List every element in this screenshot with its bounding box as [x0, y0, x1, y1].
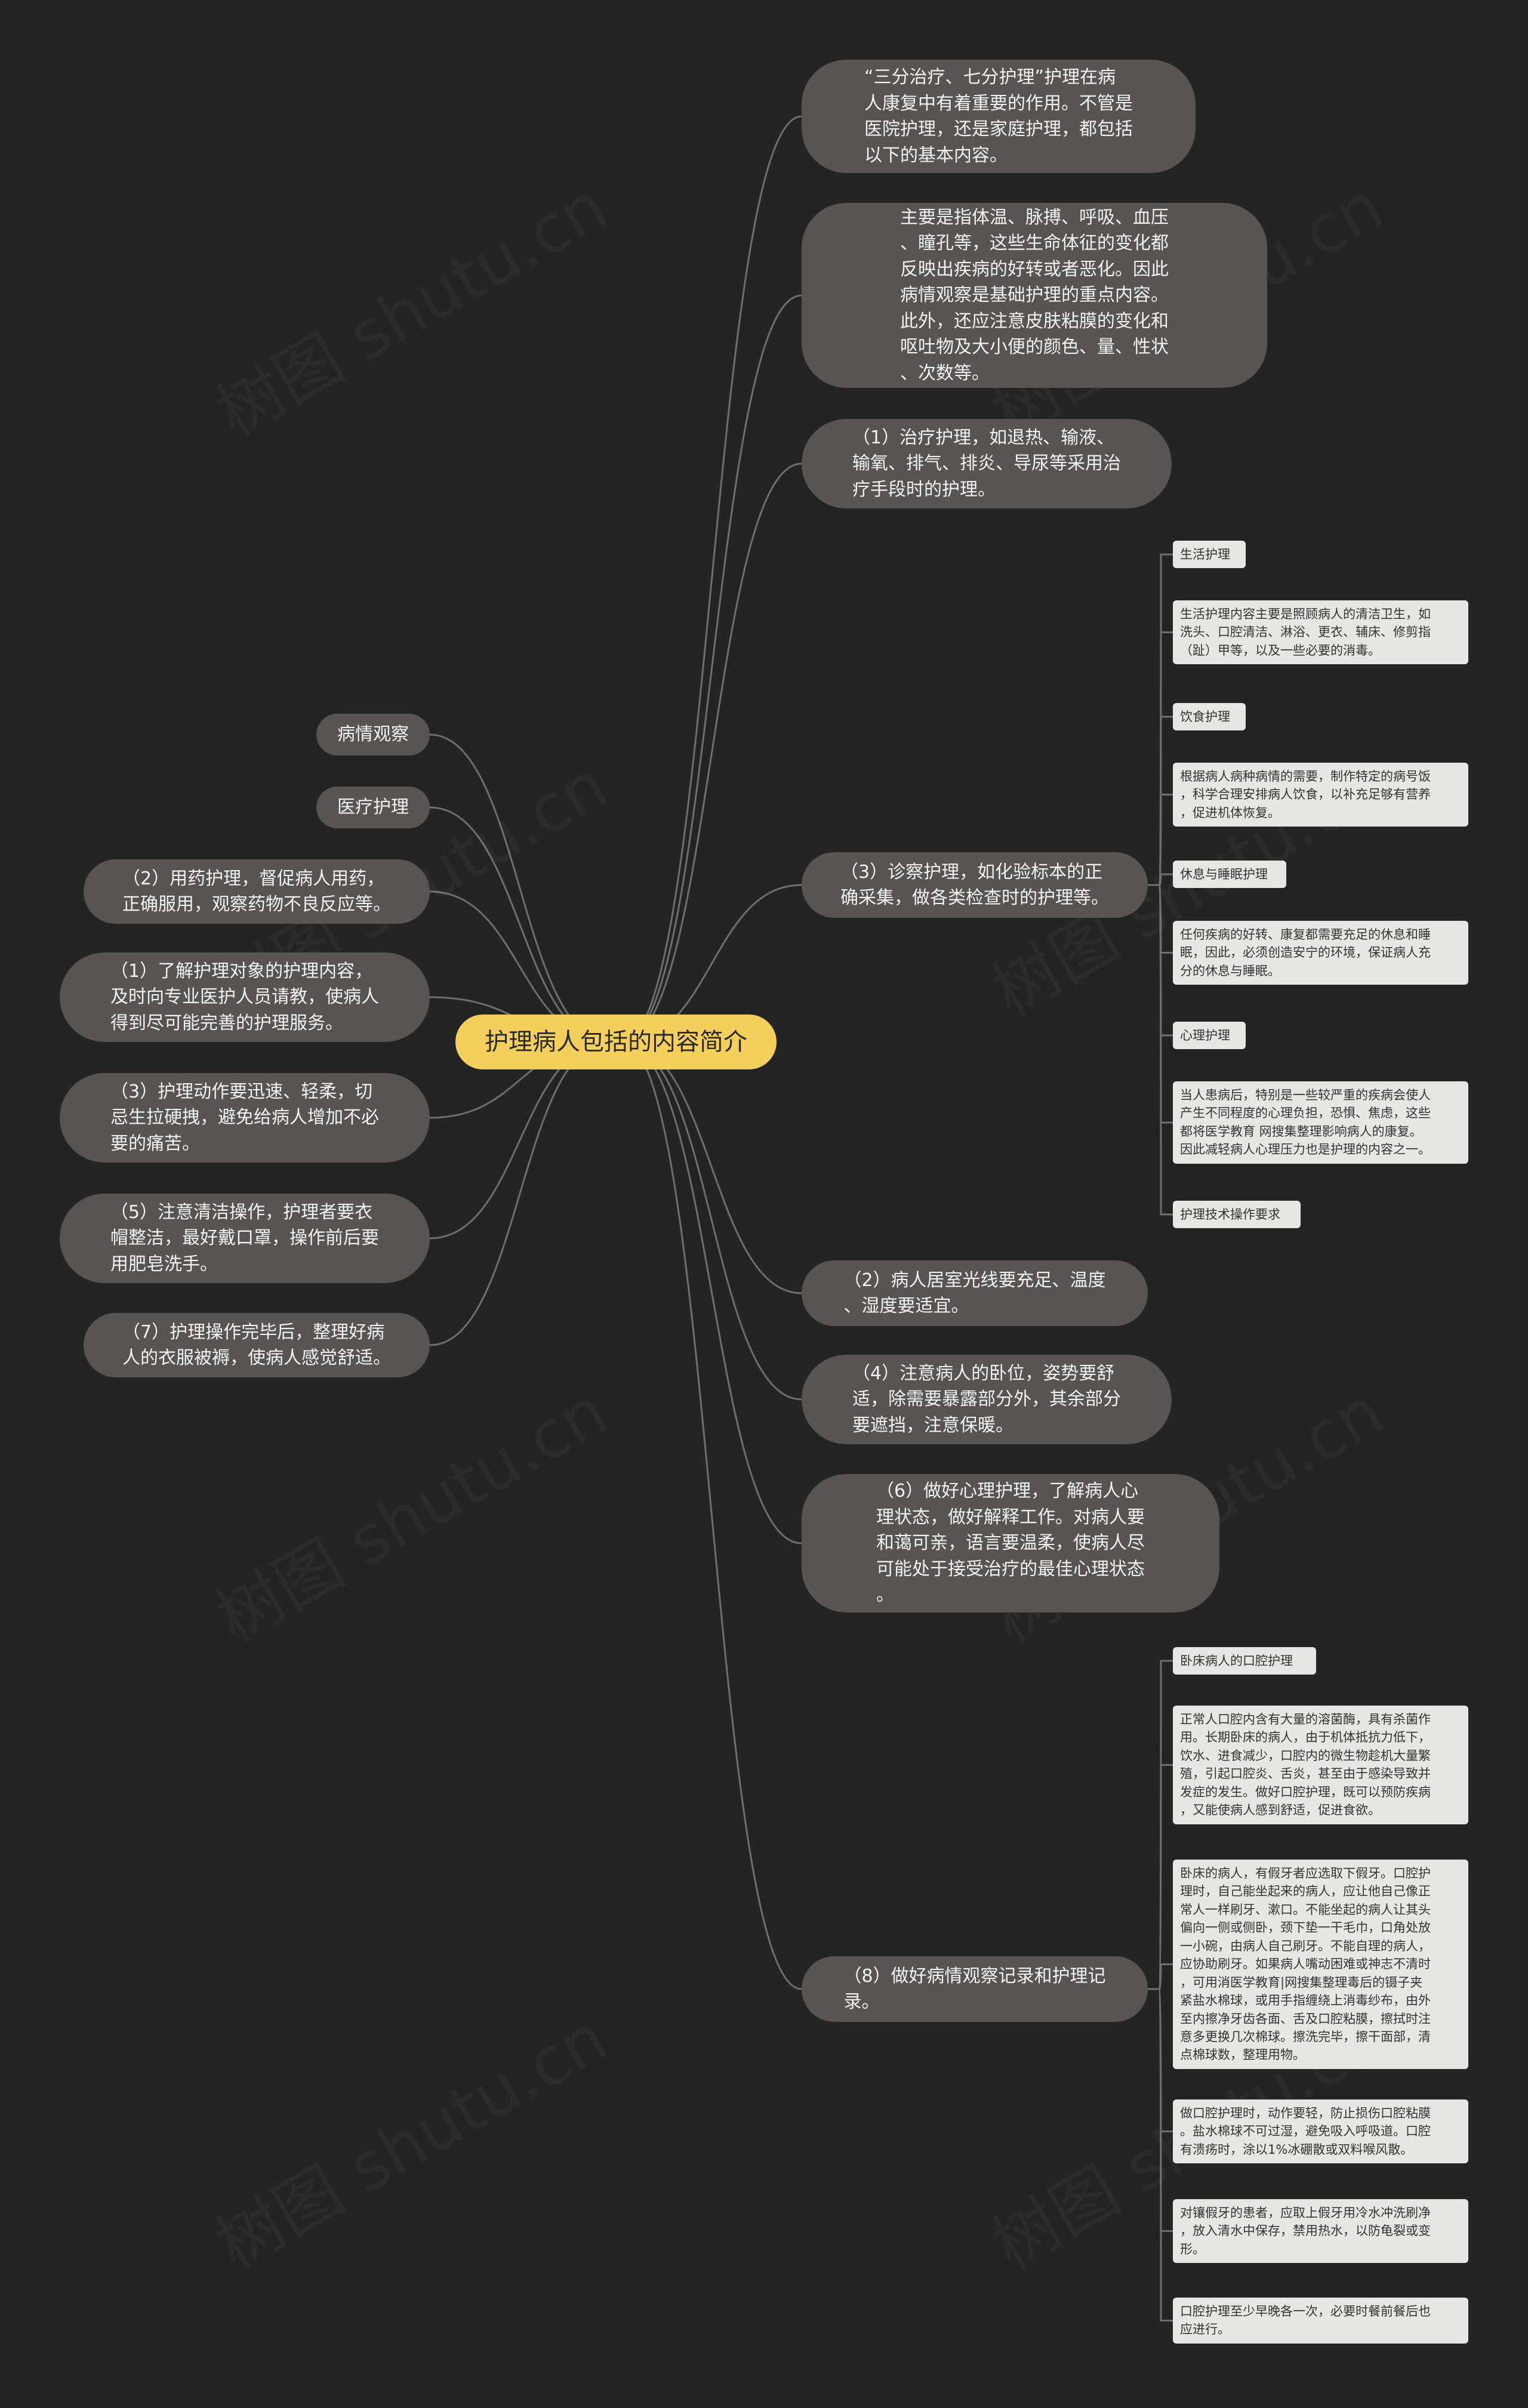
- connector-line: [1148, 884, 1173, 1216]
- topic-room-environment[interactable]: （2）病人居室光线要充足、温度 、湿度要适宜。: [802, 1260, 1148, 1326]
- leaf-rest-sleep-detail[interactable]: 任何疾病的好转、康复都需要充足的休息和睡 眠，因此，必须创造安宁的环境，保证病人…: [1173, 921, 1468, 985]
- connector-line: [1148, 1988, 1173, 2321]
- leaf-denture-care[interactable]: 对镶假牙的患者，应取上假牙用冷水冲洗刷净 ，放入清水中保存，禁用热水，以防龟裂或…: [1173, 2199, 1468, 2264]
- topic-psychological-care[interactable]: （6）做好心理护理，了解病人心 理状态，做好解释工作。对病人要 和蔼可亲，语言要…: [802, 1474, 1219, 1612]
- leaf-life-care-detail[interactable]: 生活护理内容主要是照顾病人的清洁卫生，如 洗头、口腔清洁、淋浴、更衣、辅床、修剪…: [1173, 600, 1468, 665]
- leaf-oral-care-caution[interactable]: 做口腔护理时，动作要轻，防止损伤口腔粘膜 。盐水棉球不可过湿，避免吸入呼吸道。口…: [1173, 2099, 1468, 2164]
- connector-line: [621, 115, 802, 1043]
- topic-understand-care-content[interactable]: （1）了解护理对象的护理内容， 及时向专业医护人员请教，使病人 得到尽可能完善的…: [60, 952, 430, 1042]
- leaf-psych-care-detail[interactable]: 当人患病后，特别是一些较严重的疾病会使人 产生不同程度的心理负担，恐惧、焦虑，这…: [1173, 1081, 1468, 1164]
- connector-line: [621, 294, 802, 1043]
- leaf-oral-care-method[interactable]: 卧床的病人，有假牙者应选取下假牙。口腔护 理时，自己能坐起来的病人，应让他自己像…: [1173, 1860, 1468, 2069]
- leaf-oral-care-title[interactable]: 卧床病人的口腔护理: [1173, 1647, 1316, 1675]
- connector-line: [621, 1041, 802, 1294]
- leaf-diet-care-detail[interactable]: 根据病人病种病情的需要，制作特定的病号饭 ，科学合理安排病人饮食，以补充足够有营…: [1173, 763, 1468, 827]
- topic-medication-care[interactable]: （2）用药护理，督促病人用药， 正确服用，观察药物不良反应等。: [84, 859, 430, 924]
- topic-vital-signs[interactable]: 主要是指体温、脉搏、呼吸、血压 、瞳孔等，这些生命体征的变化都 反映出疾病的好转…: [802, 203, 1267, 388]
- connector-line: [1148, 1963, 1173, 1990]
- connector-line: [1148, 1764, 1173, 1990]
- leaf-rest-sleep-title[interactable]: 休息与睡眠护理: [1173, 861, 1286, 889]
- topic-intro[interactable]: “三分治疗、七分护理”护理在病 人康复中有着重要的作用。不管是 医院护理，还是家…: [802, 60, 1196, 173]
- connector-line: [621, 1041, 802, 1401]
- connector-line: [621, 463, 802, 1043]
- topic-treatment-care[interactable]: （1）治疗护理，如退热、输液、 输氧、排气、排炎、导尿等采用治 疗手段时的护理。: [802, 419, 1172, 508]
- topic-diagnostic-care[interactable]: （3）诊察护理，如化验标本的正 确采集，做各类检查时的护理等。: [802, 852, 1148, 918]
- connector-line: [1148, 873, 1173, 886]
- topic-condition-observation[interactable]: 病情观察: [316, 714, 430, 756]
- connector-line: [429, 806, 611, 1043]
- leaf-life-care-title[interactable]: 生活护理: [1173, 541, 1246, 569]
- topic-tidy-after-care[interactable]: （7）护理操作完毕后，整理好病 人的衣服被褥，使病人感觉舒适。: [84, 1313, 430, 1377]
- topic-medical-care[interactable]: 医疗护理: [316, 787, 430, 828]
- connector-line: [621, 1041, 802, 1990]
- connector-line: [1148, 794, 1173, 886]
- topic-body-position[interactable]: （4）注意病人的卧位，姿势要舒 适，除需要暴露部分外，其余部分 要遮挡，注意保暖…: [802, 1355, 1172, 1444]
- connector-line: [429, 1041, 611, 1346]
- connector-line: [429, 1041, 611, 1240]
- topic-observation-records[interactable]: （8）做好病情观察记录和护理记 录。: [802, 1956, 1148, 2022]
- topic-gentle-operation[interactable]: （3）护理动作要迅速、轻柔，切 忌生拉硬拽，避免给病人增加不必 要的痛苦。: [60, 1073, 430, 1163]
- leaf-diet-care-title[interactable]: 饮食护理: [1173, 703, 1246, 731]
- leaf-technique-requirements[interactable]: 护理技术操作要求: [1173, 1201, 1301, 1229]
- leaf-psych-care-title[interactable]: 心理护理: [1173, 1022, 1246, 1050]
- connector-line: [429, 733, 611, 1043]
- topic-clean-operation[interactable]: （5）注意清洁操作，护理者要衣 帽整洁，最好戴口罩，操作前后要 用肥皂洗手。: [60, 1194, 430, 1283]
- leaf-oral-care-frequency[interactable]: 口腔护理至少早晚各一次，必要时餐前餐后也 应进行。: [1173, 2298, 1468, 2344]
- leaf-oral-care-importance[interactable]: 正常人口腔内含有大量的溶菌酶，具有杀菌作 用。长期卧床的病人，由于机体抵抗力低下…: [1173, 1706, 1468, 1824]
- connector-line: [621, 1041, 802, 1544]
- central-topic[interactable]: 护理病人包括的内容简介: [455, 1015, 777, 1069]
